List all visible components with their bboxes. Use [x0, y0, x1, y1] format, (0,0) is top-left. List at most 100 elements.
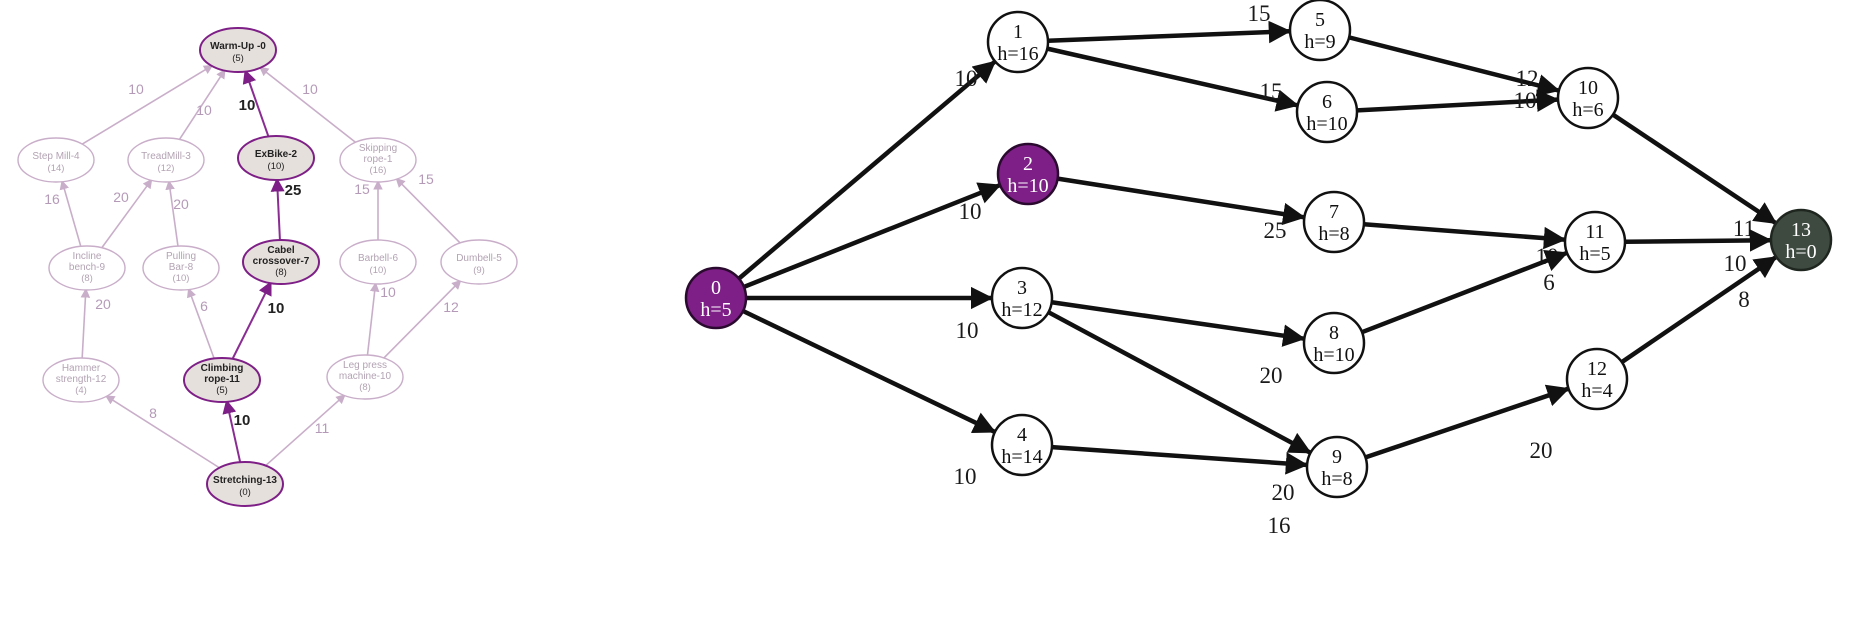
- node-ellipse: [326, 354, 404, 400]
- edge-n1-n5: [1047, 20, 1292, 44]
- node-number: 9: [1332, 446, 1342, 468]
- edge-n9-n12: [1364, 384, 1570, 460]
- node-ellipse: [440, 239, 518, 285]
- node-circle: [990, 413, 1054, 477]
- edge-weight-label: 10: [302, 81, 318, 97]
- edge-weight-label: 20: [1260, 363, 1283, 388]
- node-ellipse: [127, 137, 205, 183]
- edge-weight-label: 20: [95, 296, 111, 312]
- node-ellipse: [242, 239, 320, 285]
- node-heuristic: h=10: [1306, 113, 1347, 135]
- node-heuristic: h=10: [1007, 175, 1048, 197]
- node-circle: [684, 266, 748, 330]
- edge-weight-label: 10: [268, 300, 285, 317]
- node-name: Step Mill-4: [32, 151, 80, 162]
- node-name: Warm-Up -0: [210, 41, 266, 52]
- node-circle: [1288, 0, 1352, 62]
- edge-weight-label: 11: [315, 420, 330, 436]
- edge-weight-label: 25: [285, 182, 302, 199]
- edge-warmup-stepmill: [81, 64, 214, 145]
- node-number: 3: [1017, 277, 1027, 299]
- node-heuristic: (10): [268, 161, 285, 172]
- node-n10: 10h=6: [1556, 66, 1620, 130]
- edge-n1-n6: [1046, 46, 1299, 112]
- edge-weight-label: 10: [234, 412, 251, 429]
- edge-barbell-legpress: [366, 282, 380, 356]
- node-heuristic: h=14: [1001, 446, 1042, 468]
- edge-pullingbar-climbing: [186, 287, 215, 359]
- node-number: 1: [1013, 21, 1023, 43]
- node-heuristic: h=6: [1572, 99, 1603, 121]
- edge-n4-n9: [1051, 444, 1309, 475]
- node-treadmill: TreadMill-3(12): [127, 137, 205, 183]
- edge-weight-label: 20: [173, 196, 189, 212]
- node-ellipse: [339, 137, 417, 183]
- node-circle: [1302, 190, 1366, 254]
- edge-weight-label: 10: [959, 199, 982, 224]
- node-n3: 3h=12: [990, 266, 1054, 330]
- edge-n8-n11: [1361, 250, 1569, 335]
- node-number: 6: [1322, 91, 1332, 113]
- node-circle: [1563, 210, 1627, 274]
- edge-dumbell-legpress: [383, 279, 462, 359]
- node-heuristic: h=8: [1321, 468, 1352, 490]
- node-stretching: Stretching-13(0): [206, 461, 284, 507]
- node-ellipse: [48, 245, 126, 291]
- edge-weight-label: 20: [113, 189, 129, 205]
- node-heuristic: h=5: [1579, 243, 1610, 265]
- node-number: 12: [1587, 358, 1607, 380]
- edge-weight-label: 11: [1733, 216, 1755, 241]
- edge-weight-label: 10: [196, 102, 212, 118]
- node-circle: [1302, 311, 1366, 375]
- node-circle: [986, 10, 1050, 74]
- node-heuristic: (0): [239, 487, 251, 498]
- node-heuristic: (8): [275, 267, 287, 278]
- edge-n6-n10: [1356, 89, 1560, 113]
- right-nodes: 0h=51h=162h=103h=124h=145h=96h=107h=88h=…: [684, 0, 1833, 499]
- edge-weight-label: 15: [1248, 1, 1271, 26]
- node-circle: [1305, 435, 1369, 499]
- edge-weight-label: 6: [1543, 270, 1555, 295]
- edge-n7-n11: [1363, 222, 1567, 250]
- node-ellipse: [142, 245, 220, 291]
- node-circle: [1769, 208, 1833, 272]
- node-heuristic: (10): [370, 265, 387, 276]
- node-n6: 6h=10: [1295, 80, 1359, 144]
- edge-n2-n7: [1057, 176, 1306, 226]
- edge-treadmill-pullingbar: [165, 179, 179, 247]
- edge-n0-n4: [742, 308, 997, 434]
- edge-treadmill-incline: [101, 178, 153, 249]
- node-ellipse: [199, 27, 277, 73]
- edge-weight-label: 16: [1268, 513, 1291, 538]
- node-heuristic: (14): [48, 163, 65, 174]
- edge-weight-label: 20: [1272, 480, 1295, 505]
- edge-warmup-exbike: [242, 69, 270, 137]
- node-n11: 11h=5: [1563, 210, 1627, 274]
- node-n12: 12h=4: [1565, 347, 1629, 411]
- node-dumbell: Dumbell-5(9): [440, 239, 518, 285]
- node-stepmill: Step Mill-4(14): [17, 137, 95, 183]
- node-ellipse: [42, 357, 120, 403]
- node-number: 4: [1017, 424, 1027, 446]
- node-n0: 0h=5: [684, 266, 748, 330]
- node-name: TreadMill-3: [141, 151, 191, 162]
- edge-weight-label: 15: [354, 181, 370, 197]
- node-heuristic: (10): [173, 273, 190, 284]
- node-name: Dumbell-5: [456, 253, 502, 264]
- node-n9: 9h=8: [1305, 435, 1369, 499]
- node-heuristic: (5): [232, 53, 244, 64]
- edge-weight-label: 25: [1264, 218, 1287, 243]
- node-heuristic: h=9: [1304, 31, 1335, 53]
